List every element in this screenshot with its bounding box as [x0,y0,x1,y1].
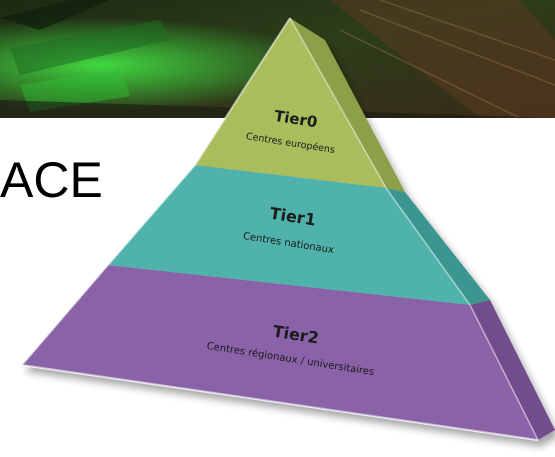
partial-heading-text: ACE [0,152,103,208]
tier0-front-face [195,18,386,188]
tier0-side-face [290,18,405,192]
tier1-front-face [108,165,470,305]
tier1-side-face [386,188,490,305]
tier2-side-face [470,300,555,440]
tier-pyramid: Tier0 Centres européens Tier1 Centres na… [20,17,555,441]
tier2-front-face [22,265,538,440]
